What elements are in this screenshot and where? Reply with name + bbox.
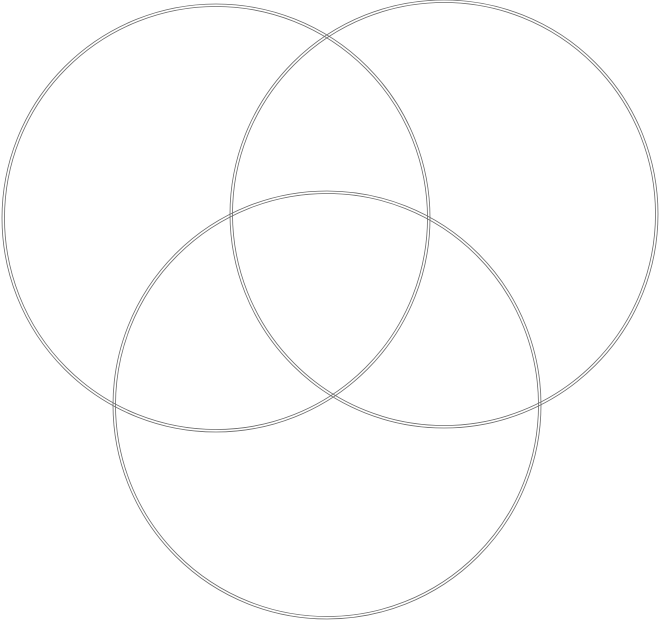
venn-circle-set-a-inner	[4, 6, 428, 430]
venn-circle-set-c	[112, 190, 542, 620]
venn-circle-set-a	[1, 3, 431, 433]
venn-circle-set-c-inner	[115, 193, 539, 617]
venn-circle-set-b-inner	[232, 2, 656, 426]
venn-circle-set-c-outer	[112, 190, 542, 620]
venn-circle-set-a-outer	[1, 3, 431, 433]
venn-circle-set-b	[229, 0, 659, 429]
